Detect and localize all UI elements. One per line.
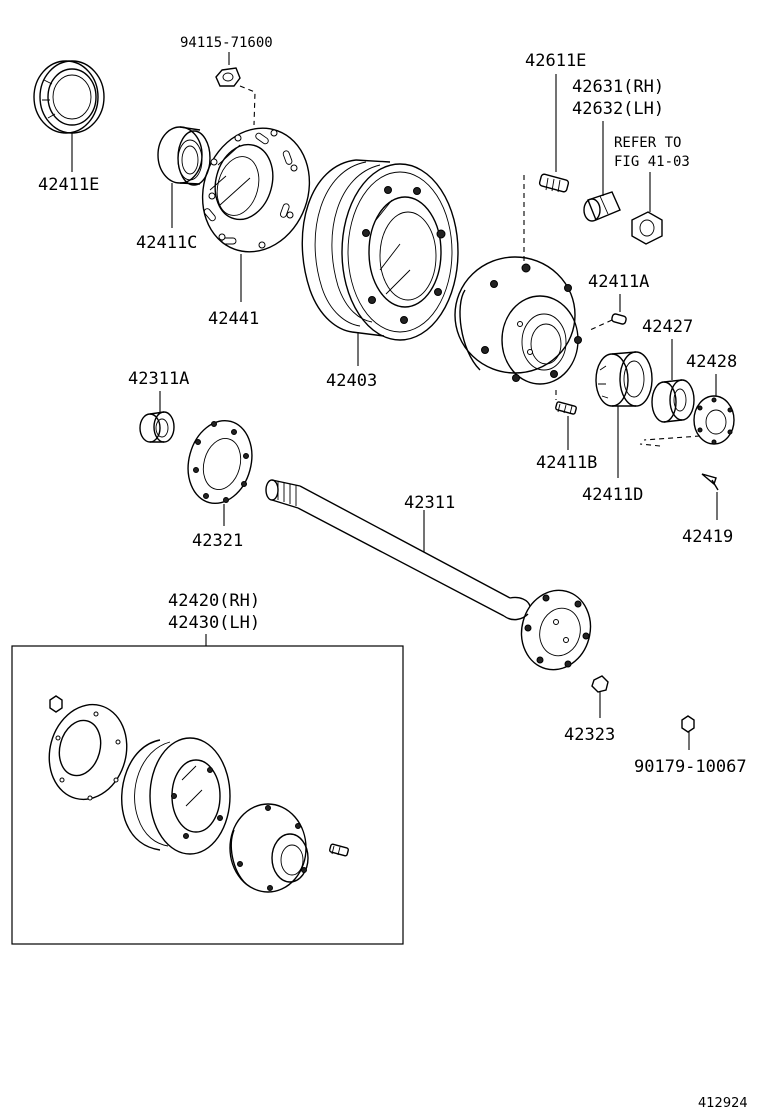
axle-shaft-42311[interactable] — [265, 479, 599, 677]
label-42428: 42428 — [686, 352, 737, 372]
label-94115-71600: 94115-71600 — [180, 35, 273, 51]
label-42420-rh: 42420(RH) — [168, 591, 260, 611]
label-42411a: 42411A — [588, 272, 649, 292]
nut-42323[interactable] — [591, 675, 609, 693]
brake-drum-42403[interactable] — [301, 159, 459, 341]
nut-90179[interactable] — [681, 715, 695, 733]
seal-42311a[interactable] — [139, 411, 175, 443]
bearing-42411c[interactable] — [157, 126, 211, 186]
label-42411c: 42411C — [136, 233, 197, 253]
wheel-nut-fig-41-03[interactable] — [631, 211, 663, 245]
label-fig-41-03: FIG 41-03 — [614, 154, 690, 170]
label-42631-rh: 42631(RH) — [572, 77, 664, 97]
axle-hub-center[interactable] — [454, 256, 582, 385]
gasket-42441[interactable] — [186, 113, 327, 267]
label-42403: 42403 — [326, 371, 377, 391]
label-42611e: 42611E — [525, 51, 586, 71]
screw-42419[interactable] — [701, 473, 719, 491]
stud-42411b[interactable] — [555, 401, 577, 415]
bearing-42411d[interactable] — [595, 351, 653, 407]
label-42411e: 42411E — [38, 175, 99, 195]
label-42411b: 42411B — [536, 453, 597, 473]
gasket-42321[interactable] — [179, 413, 261, 510]
label-42321: 42321 — [192, 531, 243, 551]
label-42323: 42323 — [564, 725, 615, 745]
label-42441: 42441 — [208, 309, 259, 329]
pin-42411a[interactable] — [611, 313, 627, 325]
label-42311a: 42311A — [128, 369, 189, 389]
oil-seal-42411e[interactable] — [33, 60, 105, 134]
assembly-42420-parts[interactable] — [39, 695, 349, 893]
assembly-box-42420 — [11, 645, 404, 945]
nut-94115[interactable] — [215, 67, 241, 87]
plate-42428[interactable] — [693, 395, 735, 445]
label-90179-10067: 90179-10067 — [634, 757, 747, 777]
label-refer-to: REFER TO — [614, 135, 681, 151]
label-42311: 42311 — [404, 493, 455, 513]
hub-bolt-42611e[interactable] — [538, 173, 570, 193]
label-42430-lh: 42430(LH) — [168, 613, 260, 633]
label-42411d: 42411D — [582, 485, 643, 505]
figure-id: 412924 — [698, 1096, 748, 1111]
label-42419: 42419 — [682, 527, 733, 547]
hub-nut-42631[interactable] — [583, 191, 621, 222]
bearing-42427[interactable] — [651, 379, 695, 423]
label-42632-lh: 42632(LH) — [572, 99, 664, 119]
label-42427: 42427 — [642, 317, 693, 337]
